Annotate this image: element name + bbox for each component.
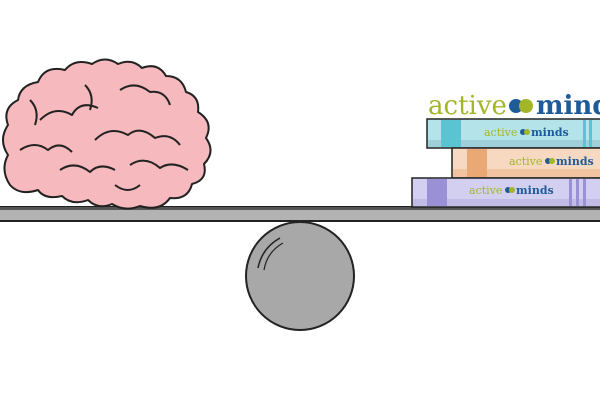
book-bottom: active minds bbox=[411, 177, 600, 208]
book-label-active: active bbox=[484, 126, 517, 139]
logo-word-minds: minds bbox=[536, 91, 600, 121]
logo-word-active: active bbox=[428, 91, 507, 121]
book-label-active: active bbox=[509, 155, 542, 168]
fulcrum-ball bbox=[245, 221, 355, 331]
active-minds-logo: active minds bbox=[428, 91, 600, 121]
seesaw-plank bbox=[0, 206, 600, 222]
book-label-minds: minds bbox=[556, 155, 594, 168]
book-top: active minds bbox=[426, 118, 600, 149]
book-label-minds: minds bbox=[516, 184, 554, 197]
book-label-minds: minds bbox=[531, 126, 569, 139]
book-label-active: active bbox=[469, 184, 502, 197]
brain bbox=[2, 58, 212, 210]
book-middle: active minds bbox=[451, 147, 600, 179]
